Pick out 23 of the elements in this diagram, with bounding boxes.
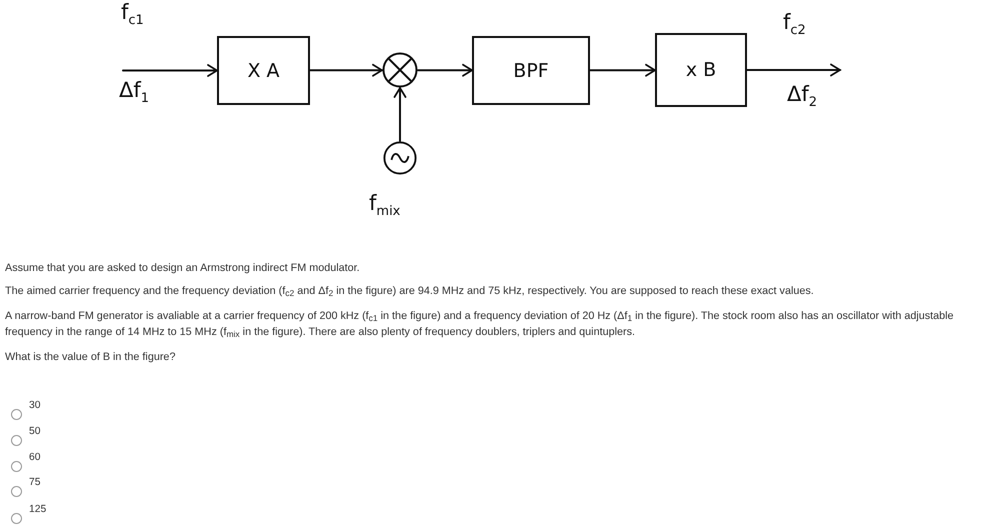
signal-label: f$_{c1}$ [121, 2, 144, 28]
arrow [746, 64, 841, 76]
signal-label: f$_{c2}$ [783, 12, 806, 38]
signal-label: Δf$_{1}$ [119, 80, 150, 106]
option-label: 125 [29, 504, 46, 515]
signal-label: Δf$_{2}$ [787, 84, 818, 110]
multiplier-box: x B [655, 33, 747, 107]
arrow [417, 64, 473, 77]
question-text: Assume that you are asked to design an Armstrong indirect FM modulator. [5, 261, 360, 275]
arrow [394, 87, 406, 142]
arrow [309, 64, 383, 77]
signal-label: f$_{mix}$ [369, 193, 400, 218]
option-label: 75 [29, 477, 40, 488]
arrow [122, 64, 218, 77]
option-label: 60 [29, 452, 40, 463]
option-label: 30 [29, 400, 40, 411]
filter-box: BPF [472, 36, 590, 105]
question-text: What is the value of B in the figure? [5, 350, 176, 364]
option-label: 50 [29, 426, 40, 437]
question-text: A narrow-band FM generator is avaliable at a carrier frequency of 200 kHz (f$_{c1}$ in the figure) and a frequency deviation of 20 Hz (Δf$_{1}$ in the figure). The stock room also has an oscillator with adjustable frequency in the range of 14 MHz to 15 MHz (f$_{mix}$ in the figure). There are also plenty of frequency doublers, triplers and quintuplers. [5, 309, 955, 341]
question-text: The aimed carrier frequency and the frequency deviation (f$_{c2}$ and Δf$_{2}$ in the figure) are 94.9 MHz and 75 kHz, respectively. You are supposed to reach these exact values. [5, 284, 814, 300]
arrow [589, 64, 656, 77]
multiplier-box: X A [217, 36, 310, 105]
